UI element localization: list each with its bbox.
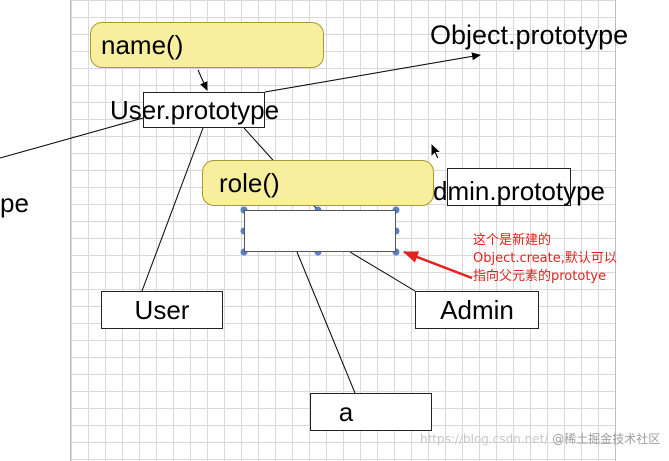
- admin-prototype-box[interactable]: [447, 168, 571, 206]
- cut-off-prototype-label[interactable]: pe: [0, 188, 29, 218]
- admin-label: Admin: [440, 294, 514, 325]
- annotation-line-1: 这个是新建的: [473, 233, 552, 248]
- watermark-url: https://blog.csdn.net/: [420, 432, 549, 446]
- user-prototype-box[interactable]: User.prototype: [110, 92, 279, 128]
- name-method-label: name(): [101, 29, 184, 60]
- mouse-cursor-icon: [430, 142, 443, 160]
- new-object-box[interactable]: [244, 210, 396, 252]
- annotation-line-3: 指向父元素的prototye: [473, 269, 607, 284]
- watermark-brand: @稀土掘金技术社区: [552, 432, 661, 446]
- admin-prototype-label: dmin.prototype: [433, 176, 605, 206]
- user-label: User: [134, 294, 190, 325]
- connector-new-object-to-a[interactable]: [296, 251, 356, 394]
- name-method-pill[interactable]: name(): [90, 22, 324, 68]
- watermark: https://blog.csdn.net/ @稀土掘金技术社区: [420, 430, 660, 447]
- admin-box[interactable]: Admin: [415, 291, 539, 329]
- user-prototype-label: User.prototype: [110, 95, 280, 125]
- connector-user-prototype-to-object-prototype[interactable]: [264, 52, 481, 93]
- object-prototype-label[interactable]: Object.prototype: [430, 20, 629, 50]
- connector-user-prototype-to-left[interactable]: [0, 117, 144, 159]
- user-box[interactable]: User: [101, 291, 223, 329]
- connector-new-object-to-admin[interactable]: [349, 251, 416, 292]
- annotation-note: 这个是新建的 Object.create,默认可以 指向父元素的prototye: [473, 232, 617, 286]
- annotation-line-2: Object.create,默认可以: [473, 251, 617, 266]
- connector-user-prototype-to-user[interactable]: [141, 127, 204, 292]
- role-method-label: role(): [219, 167, 280, 198]
- instance-a-label: a: [338, 396, 354, 427]
- annotation-arrow[interactable]: [403, 250, 473, 280]
- role-method-pill[interactable]: role(): [202, 160, 434, 206]
- connector-name-to-user-prototype[interactable]: [197, 69, 208, 91]
- instance-a-box[interactable]: a: [310, 393, 432, 431]
